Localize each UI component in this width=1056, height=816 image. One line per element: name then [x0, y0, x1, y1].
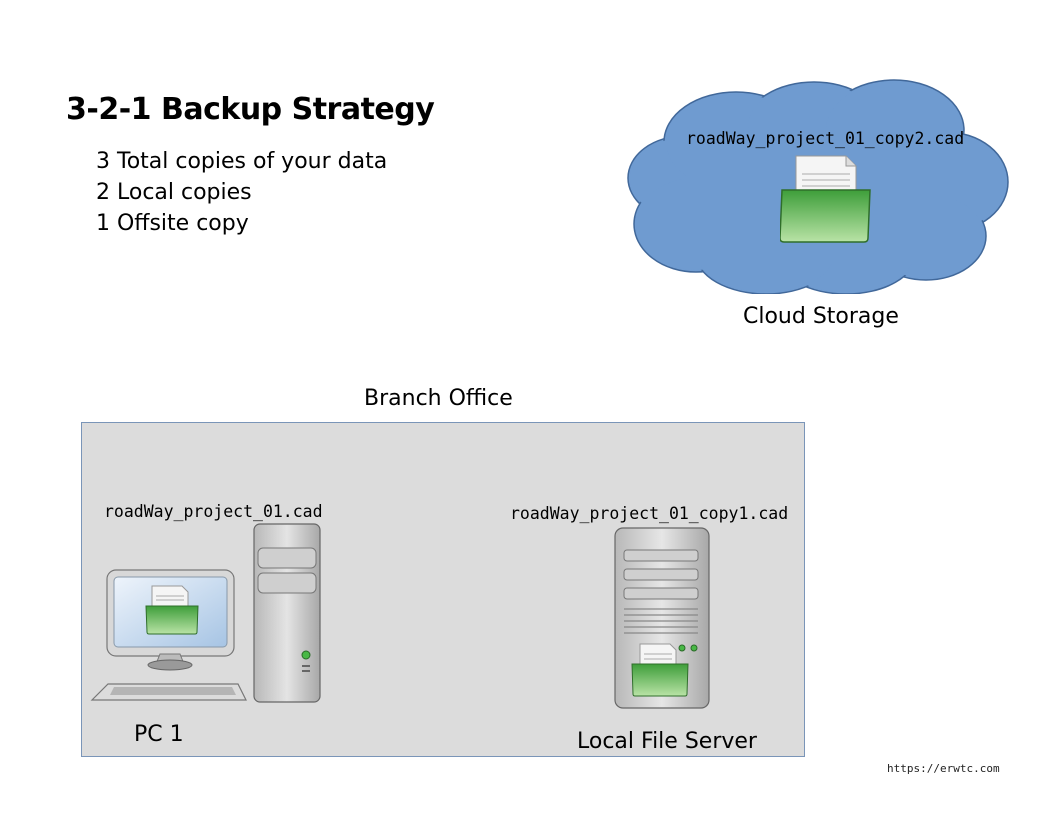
folder-document-icon	[780, 155, 871, 243]
pc-label: PC 1	[134, 722, 184, 747]
cloud-storage-label: Cloud Storage	[743, 304, 899, 329]
source-url: https://erwtc.com	[887, 762, 1000, 775]
legend-item-offsite: 1 Offsite copy	[96, 211, 249, 236]
legend-item-local: 2 Local copies	[96, 180, 252, 205]
branch-office-label: Branch Office	[364, 386, 513, 411]
desktop-computer-icon	[90, 523, 321, 703]
server-label: Local File Server	[577, 729, 757, 754]
legend-item-total: 3 Total copies of your data	[96, 149, 388, 174]
server-file-name: roadWay_project_01_copy1.cad	[510, 504, 789, 523]
diagram-title: 3-2-1 Backup Strategy	[66, 92, 435, 127]
strategy-legend: 3 Total copies of your data 2 Local copi…	[96, 146, 387, 239]
cloud-file-name: roadWay_project_01_copy2.cad	[686, 129, 965, 148]
pc-file-name: roadWay_project_01.cad	[104, 502, 323, 521]
file-server-icon	[614, 527, 710, 709]
